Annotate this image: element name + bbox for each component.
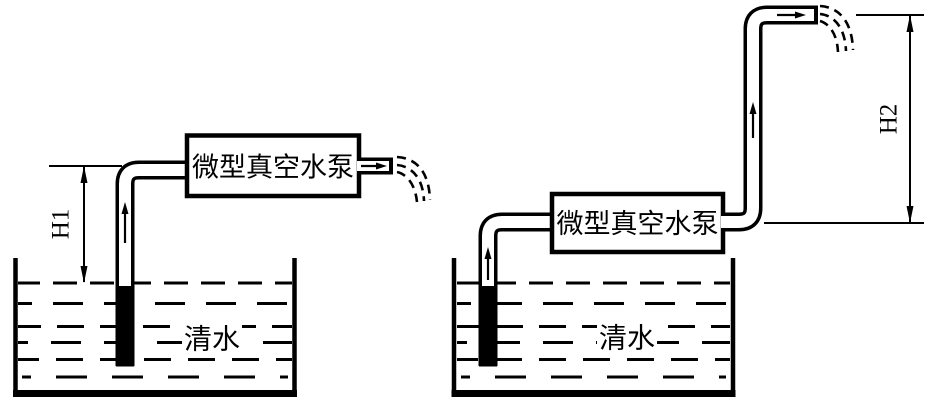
- left-up-flow-arrow-icon: [121, 202, 129, 243]
- right-riser-pipe-bore: [721, 9, 814, 228]
- spray-arc: [819, 12, 848, 52]
- right-tank: [451, 258, 736, 397]
- right-suction-pipe: [478, 212, 556, 367]
- right-pump-label: 微型真空水泵: [557, 209, 719, 239]
- left-suction-pipe: [115, 160, 192, 367]
- left-right-flow-arrow-icon: [361, 162, 387, 170]
- h2-arrowhead-up-icon: [906, 15, 914, 32]
- right-up-flow-arrow-icon: [484, 247, 492, 280]
- left-water-label-backdrop: [182, 322, 242, 356]
- riser-right-flow-arrow-icon: [777, 11, 806, 19]
- h2-arrowhead-down-icon: [906, 206, 914, 223]
- h1-dimension: H1: [48, 165, 122, 283]
- right-water-spray: [819, 4, 855, 53]
- left-apparatus: 清水 微型真空水泵: [13, 133, 432, 397]
- spray-arc: [819, 19, 840, 53]
- riser-up-flow-arrow-icon: [749, 102, 757, 138]
- right-water-label-backdrop: [597, 322, 657, 356]
- left-tank: [13, 258, 297, 397]
- left-pump-box: [184, 133, 362, 199]
- h1-label: H1: [48, 209, 75, 240]
- h2-label: H2: [876, 104, 903, 135]
- spray-arc: [396, 163, 426, 202]
- left-suction-pipe-bore: [119, 164, 192, 286]
- left-pump: 微型真空水泵: [184, 133, 362, 199]
- left-water-spray: [396, 155, 432, 203]
- right-pump-box: [549, 191, 726, 255]
- left-pump-label: 微型真空水泵: [192, 153, 354, 183]
- left-water: [18, 281, 292, 379]
- spray-arc: [396, 170, 419, 203]
- spray-arc: [819, 4, 855, 51]
- right-riser-pipe: [721, 5, 818, 232]
- right-water: [457, 281, 730, 379]
- h2-dimension: H2: [764, 14, 924, 224]
- right-apparatus: 清水 微型真空水泵: [451, 4, 924, 397]
- left-suction-pipe-outline: [115, 160, 190, 366]
- h1-arrowhead-up-icon: [80, 166, 88, 183]
- right-riser-pipe-outline: [723, 5, 818, 232]
- right-suction-pipe-outline: [478, 212, 554, 366]
- right-suction-pipe-bore: [482, 216, 556, 286]
- right-water-label: 清水: [599, 323, 655, 355]
- spray-arc: [396, 155, 432, 201]
- left-water-label: 清水: [184, 324, 240, 356]
- right-pump: 微型真空水泵: [549, 191, 726, 255]
- h1-arrowhead-down-icon: [80, 266, 88, 283]
